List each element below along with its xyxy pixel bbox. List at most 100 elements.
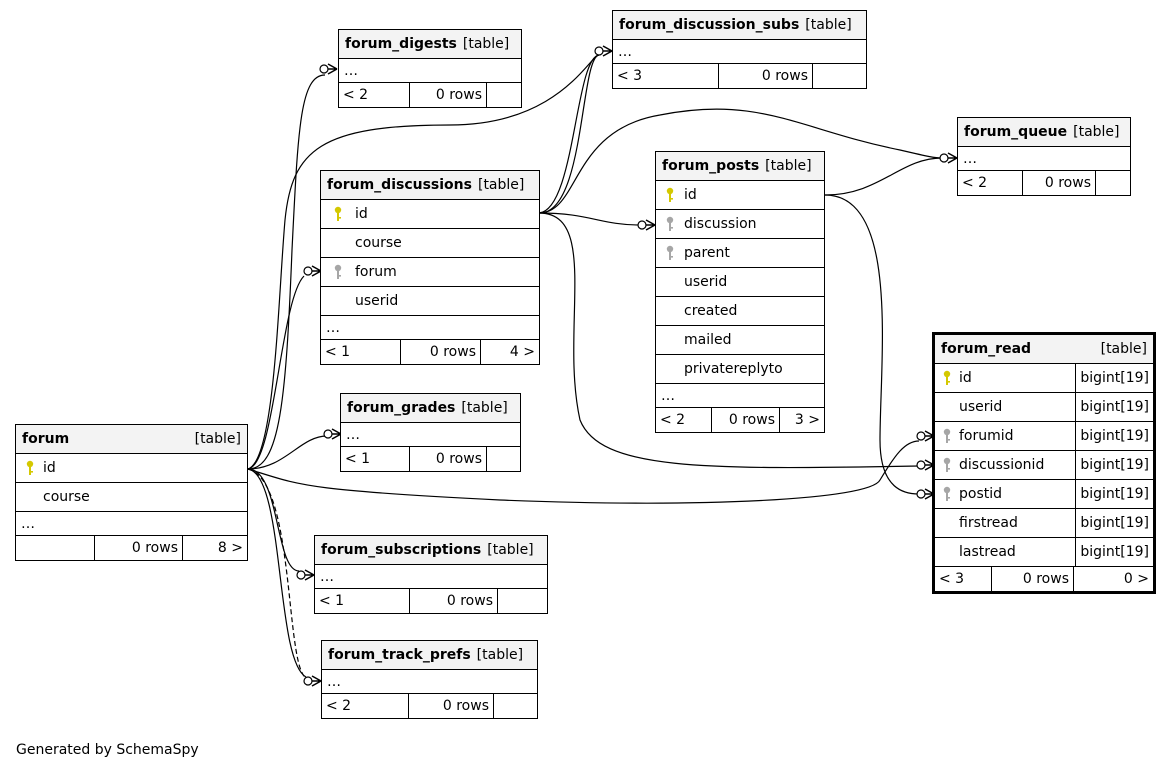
- table-name[interactable]: forum: [22, 431, 70, 447]
- foreign-key-icon: [943, 486, 951, 501]
- table-name[interactable]: forum_queue: [964, 124, 1068, 140]
- more-columns: …: [322, 670, 537, 694]
- child-count[interactable]: [498, 589, 547, 613]
- table-forum-discussion-subs[interactable]: forum_discussion_subs[table] … < 3 0 row…: [612, 10, 867, 89]
- table-forum-grades[interactable]: forum_grades[table] … < 1 0 rows: [340, 393, 521, 472]
- table-tag: [table]: [194, 431, 241, 447]
- edge-forum-subscriptions: [247, 468, 300, 572]
- table-forum[interactable]: forum[table] id course … 0 rows 8 >: [15, 424, 248, 561]
- column-name: course: [355, 235, 402, 251]
- column-row[interactable]: userid: [321, 287, 539, 316]
- table-forum-queue[interactable]: forum_queue[table] … < 2 0 rows: [957, 117, 1131, 196]
- row-count: 0 rows: [410, 589, 498, 613]
- parent-count[interactable]: < 1: [321, 340, 401, 364]
- table-forum-subscriptions[interactable]: forum_subscriptions[table] … < 1 0 rows: [314, 535, 548, 614]
- column-type: bigint[19]: [1075, 364, 1153, 392]
- child-count[interactable]: [487, 447, 520, 471]
- column-row[interactable]: id: [16, 454, 247, 483]
- parent-count[interactable]: < 2: [339, 83, 410, 107]
- table-name[interactable]: forum_discussion_subs: [619, 17, 800, 33]
- child-count[interactable]: 3 >: [794, 412, 820, 428]
- column-name: id: [43, 460, 56, 476]
- table-forum-posts[interactable]: forum_posts[table] id discussion parent …: [655, 151, 825, 433]
- parent-count[interactable]: < 2: [958, 171, 1023, 195]
- table-name[interactable]: forum_grades: [347, 400, 456, 416]
- column-type: bigint[19]: [1075, 451, 1153, 479]
- foreign-key-icon: [943, 428, 951, 443]
- table-name[interactable]: forum_read: [941, 341, 1032, 357]
- more-columns: …: [339, 59, 521, 83]
- edge-forum-discussions: [247, 275, 305, 470]
- table-name[interactable]: forum_subscriptions: [321, 542, 482, 558]
- child-count[interactable]: 8 >: [217, 540, 243, 556]
- column-row[interactable]: discussion: [656, 210, 824, 239]
- column-row[interactable]: forum: [321, 258, 539, 287]
- generated-by-caption: Generated by SchemaSpy: [16, 742, 199, 758]
- child-count[interactable]: [813, 64, 866, 88]
- parent-count[interactable]: [16, 536, 95, 560]
- table-footer: < 2 0 rows: [322, 694, 537, 718]
- row-count: 0 rows: [409, 694, 494, 718]
- column-name: discussion: [684, 216, 757, 232]
- table-name[interactable]: forum_track_prefs: [328, 647, 471, 663]
- table-footer: < 1 0 rows 4 >: [321, 340, 539, 364]
- column-name: course: [43, 489, 90, 505]
- primary-key-icon: [26, 460, 33, 475]
- column-row[interactable]: parent: [656, 239, 824, 268]
- primary-key-icon: [666, 187, 674, 202]
- table-name[interactable]: forum_posts: [662, 158, 760, 174]
- primary-key-icon: [943, 370, 951, 385]
- child-count[interactable]: [487, 83, 521, 107]
- table-forum-discussions[interactable]: forum_discussions[table] id course forum…: [320, 170, 540, 365]
- column-type: bigint[19]: [1075, 393, 1153, 421]
- column-row[interactable]: privatereplyto: [656, 355, 824, 384]
- column-type: bigint[19]: [1075, 538, 1153, 566]
- parent-count[interactable]: < 2: [322, 694, 409, 718]
- row-count: 0 rows: [992, 567, 1074, 591]
- parent-count[interactable]: < 1: [341, 447, 410, 471]
- column-name: forumid: [959, 428, 1014, 444]
- parent-count[interactable]: < 3: [613, 64, 719, 88]
- child-count[interactable]: 4 >: [509, 344, 535, 360]
- parent-count[interactable]: < 3: [935, 567, 992, 591]
- column-row[interactable]: id: [321, 200, 539, 229]
- table-name[interactable]: forum_digests: [345, 36, 457, 52]
- column-row[interactable]: id: [656, 181, 824, 210]
- column-row[interactable]: course: [16, 483, 247, 512]
- edge-discussions-subs: [538, 54, 600, 214]
- column-name: id: [355, 206, 368, 222]
- column-row[interactable]: mailed: [656, 326, 824, 355]
- column-row[interactable]: userid: [656, 268, 824, 297]
- column-name: firstread: [959, 515, 1018, 531]
- row-count: 0 rows: [401, 340, 481, 364]
- table-forum-track-prefs[interactable]: forum_track_prefs[table] … < 2 0 rows: [321, 640, 538, 719]
- edge-forum-digests: [247, 74, 326, 470]
- column-name: id: [684, 187, 697, 203]
- table-tag: [table]: [487, 542, 534, 558]
- row-count: 0 rows: [1023, 171, 1096, 195]
- column-name: mailed: [684, 332, 732, 348]
- table-name[interactable]: forum_discussions: [327, 177, 472, 193]
- foreign-key-icon: [334, 264, 342, 279]
- edge-forum-grades: [247, 435, 328, 470]
- column-row[interactable]: course: [321, 229, 539, 258]
- more-columns: …: [613, 40, 866, 64]
- column-name: userid: [684, 274, 728, 290]
- child-count[interactable]: [1096, 171, 1130, 195]
- child-count[interactable]: [494, 694, 537, 718]
- table-footer: 0 rows 8 >: [16, 536, 247, 560]
- column-row[interactable]: created: [656, 297, 824, 326]
- table-tag: [table]: [1073, 124, 1120, 140]
- parent-count[interactable]: < 1: [315, 589, 410, 613]
- table-forum-digests[interactable]: forum_digests[table] … < 2 0 rows: [338, 29, 522, 108]
- parent-count[interactable]: < 2: [656, 408, 712, 432]
- child-count[interactable]: 0 >: [1123, 571, 1149, 587]
